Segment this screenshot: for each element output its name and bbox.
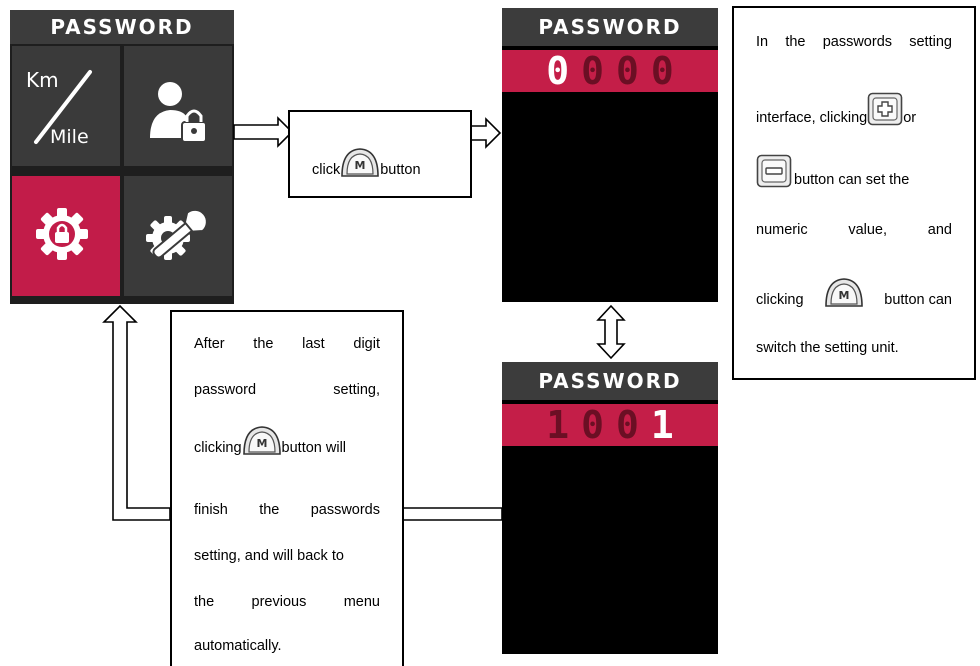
km-mile-tile[interactable]: Km Mile: [12, 46, 120, 166]
info-text: In: [756, 34, 769, 50]
password-digit-3: 0: [616, 403, 639, 447]
finish-text: After: [194, 336, 225, 352]
info-text: the: [785, 34, 806, 50]
password-digit-4: 1: [650, 403, 674, 447]
password-digit-2: 0: [581, 49, 604, 93]
finish-text: automatically.: [194, 638, 282, 654]
finish-text: setting,: [333, 382, 380, 398]
gear-wrench-icon: [146, 208, 208, 260]
info-text: button can set the: [794, 172, 910, 188]
finish-text: passwords: [310, 502, 380, 518]
m-button-icon: M: [341, 148, 380, 177]
gear-lock-icon: [36, 208, 88, 260]
m-button-icon: M: [242, 426, 281, 455]
svg-text:M: M: [355, 159, 366, 172]
user-lock-tile[interactable]: [124, 46, 232, 166]
password-screen-1: PASSWORD 0 0 0 0: [502, 8, 718, 302]
mile-label: Mile: [50, 126, 89, 148]
arrow-click-to-password: [469, 117, 502, 149]
password-title-1: PASSWORD: [502, 8, 718, 46]
info-text: setting: [909, 34, 952, 50]
password-digit-1: 0: [546, 49, 570, 93]
finish-text: the: [259, 502, 280, 518]
click-instruction-box: click M button: [288, 110, 472, 198]
password-input-2[interactable]: 1 0 0 1: [502, 404, 718, 446]
finish-text: previous: [251, 594, 307, 610]
user-lock-icon: [150, 82, 207, 143]
finish-text: the: [194, 594, 215, 610]
password-title-2: PASSWORD: [502, 362, 718, 400]
info-text: and: [927, 222, 952, 238]
menu-screen: PASSWORD Km Mile: [10, 10, 234, 304]
info-text: clicking: [756, 292, 804, 308]
finish-text: button will: [281, 440, 347, 456]
slash-divider: [34, 70, 92, 144]
finish-text: menu: [343, 594, 380, 610]
password-input-1[interactable]: 0 0 0 0: [502, 50, 718, 92]
return-connector-right: [401, 507, 503, 521]
click-prefix: click: [312, 162, 341, 178]
password-screen-2: PASSWORD 1 0 0 1: [502, 362, 718, 654]
finish-text: setting, and will back to: [194, 548, 344, 564]
info-text: or: [903, 110, 917, 126]
arrow-menu-to-click: [233, 116, 294, 148]
minus-button-icon: [756, 154, 792, 188]
double-arrow-screens: [596, 304, 626, 360]
click-suffix: button: [380, 162, 421, 178]
gear-lock-tile[interactable]: [12, 176, 120, 296]
plus-button-icon: [867, 92, 903, 126]
km-label: Km: [26, 68, 59, 92]
info-text: numeric: [756, 222, 808, 238]
finish-text: the: [253, 336, 274, 352]
m-button-icon: M: [825, 278, 863, 307]
info-text: button can: [884, 292, 952, 308]
setting-info-box: In the passwords setting interface, clic…: [732, 6, 976, 380]
info-text: switch the setting unit.: [756, 340, 899, 356]
password-digit-3: 0: [616, 49, 639, 93]
info-text: passwords: [822, 34, 893, 50]
finish-text: clicking: [194, 440, 242, 456]
finish-text: last: [302, 336, 325, 352]
password-digit-1: 1: [546, 403, 570, 447]
return-arrow-to-menu: [102, 304, 171, 521]
password-digit-4: 0: [650, 49, 674, 93]
finish-text: digit: [353, 336, 380, 352]
menu-screen-title: PASSWORD: [10, 10, 234, 44]
info-text: value,: [848, 222, 888, 238]
svg-text:M: M: [838, 289, 849, 302]
password-digit-2: 0: [581, 403, 604, 447]
info-text: interface, clicking: [756, 110, 868, 126]
finish-text: finish: [194, 502, 228, 518]
gear-wrench-tile[interactable]: [124, 176, 232, 296]
finish-text: password: [194, 382, 257, 398]
svg-text:M: M: [256, 437, 267, 450]
finish-info-box: After the last digit password setting, c…: [170, 310, 404, 666]
